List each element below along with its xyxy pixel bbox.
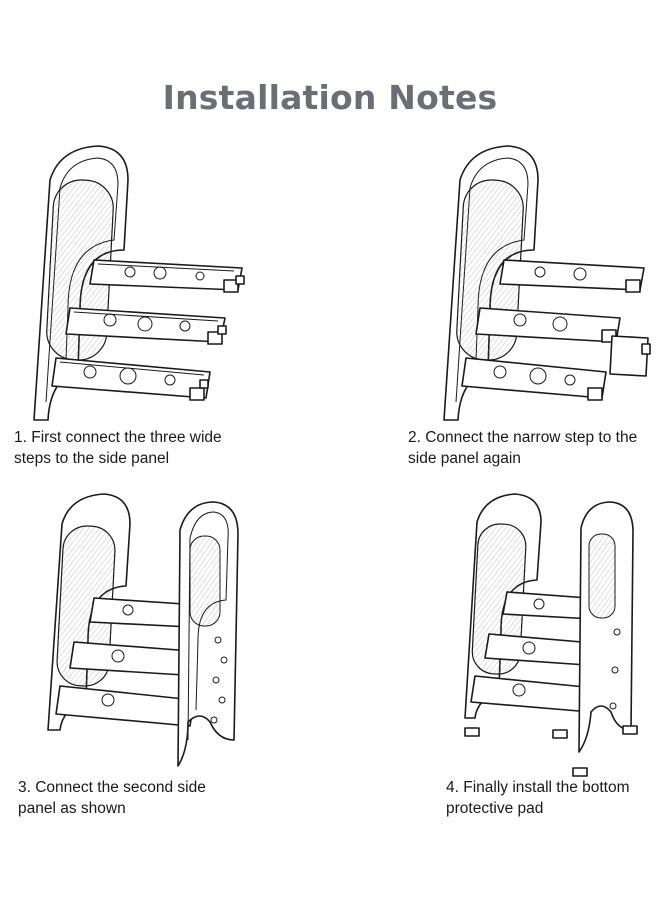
step-2-caption: 2. Connect the narrow step to the side p… — [408, 429, 638, 467]
step-1-caption: 1. First connect the three wide steps to… — [14, 429, 222, 467]
page-title: Installation Notes — [162, 78, 498, 117]
step-3-illustration — [38, 490, 258, 770]
step-1-illustration — [20, 140, 260, 430]
step-4-caption: 4. Finally install the bottom protective… — [446, 779, 630, 817]
step-4-illustration — [455, 490, 655, 780]
step-2-illustration — [430, 140, 655, 430]
step-3-caption: 3. Connect the second side panel as show… — [18, 779, 206, 817]
